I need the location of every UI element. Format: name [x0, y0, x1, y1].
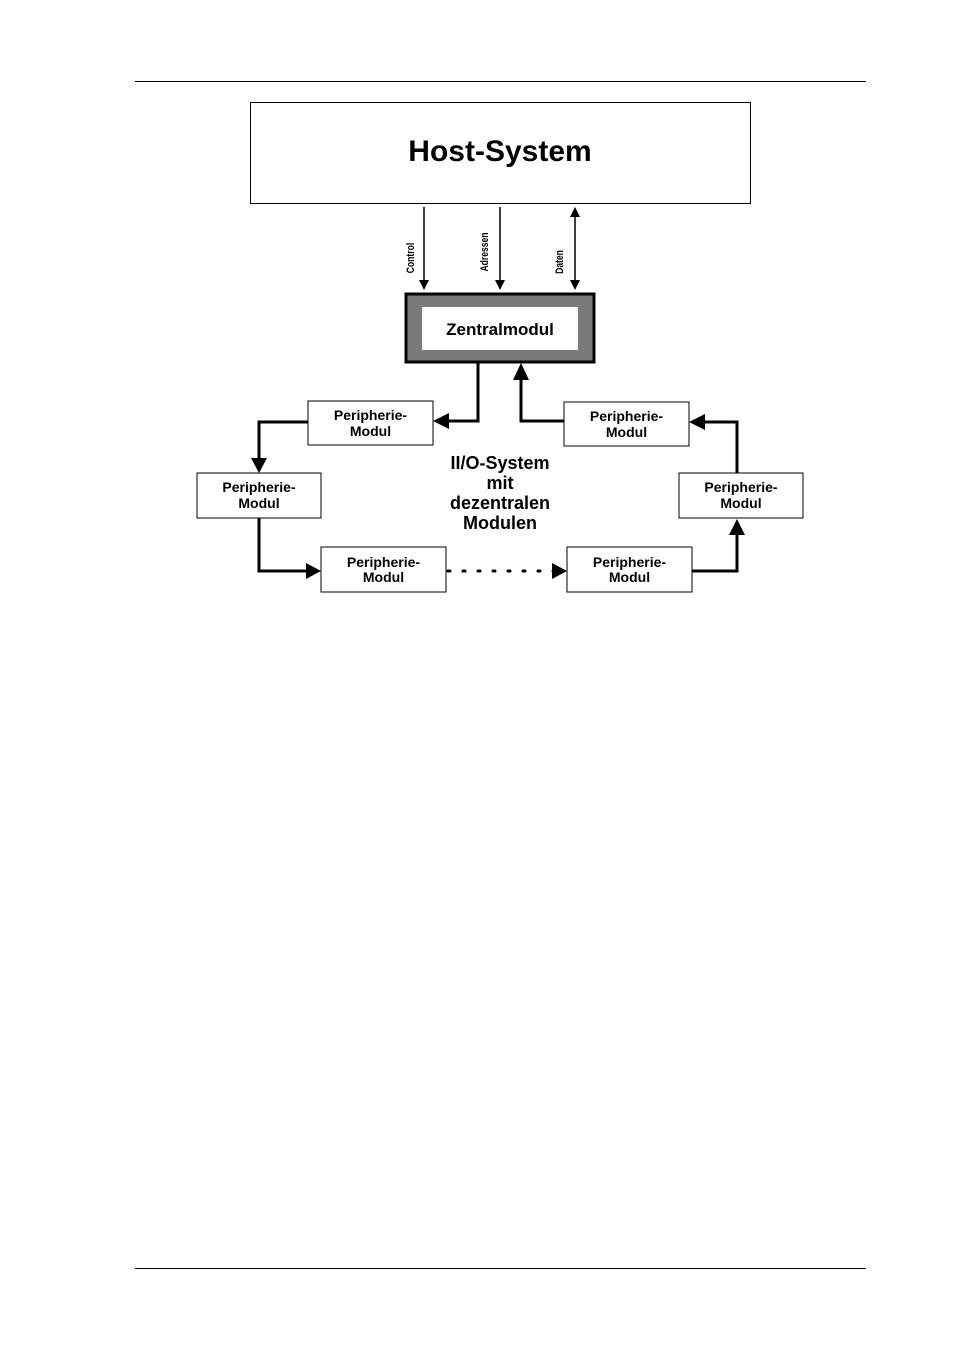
ring-connections — [257, 363, 739, 573]
header-rule — [135, 81, 866, 82]
peripheral-module-4-line1: Peripherie- — [593, 554, 666, 570]
peripheral-module-3-line1: Peripherie- — [347, 554, 420, 570]
control-label: Control — [405, 243, 417, 274]
link-m2-to-m3 — [257, 518, 309, 573]
center-caption-line4: Modulen — [463, 513, 537, 533]
arrowhead-into-m1 — [433, 413, 449, 429]
dotted-link-m3-to-m4 — [446, 563, 567, 579]
peripheral-module-5: Peripherie- Modul — [678, 472, 804, 519]
peripheral-module-6-line1: Peripherie- — [590, 408, 663, 424]
control-arrowhead — [419, 280, 429, 290]
link-m4-to-m5 — [692, 533, 739, 573]
link-m6-to-central — [519, 378, 564, 423]
addresses-arrowhead — [495, 280, 505, 290]
arrowhead-into-central — [513, 363, 529, 380]
peripheral-module-4-line2: Modul — [609, 569, 650, 585]
peripheral-module-5-line2: Modul — [720, 495, 761, 511]
data-arrowhead-up — [570, 207, 580, 217]
data-label: Daten — [554, 250, 566, 274]
peripheral-module-5-line1: Peripherie- — [704, 479, 777, 495]
addresses-label: Adressen — [479, 232, 491, 271]
peripheral-module-1-line1: Peripherie- — [334, 407, 407, 423]
peripheral-module-1: Peripherie- Modul — [307, 400, 434, 446]
central-module-box: Zentralmodul — [404, 292, 596, 364]
center-caption-line2: mit — [487, 473, 514, 493]
data-arrowhead-down — [570, 280, 580, 290]
host-system-label: Host-System — [408, 135, 591, 168]
arrowhead-into-m5 — [729, 519, 745, 535]
bus-arrows — [419, 207, 580, 290]
center-caption-line3: dezentralen — [450, 493, 550, 513]
peripheral-module-3: Peripherie- Modul — [320, 546, 447, 593]
peripheral-module-2-line2: Modul — [238, 495, 279, 511]
peripheral-module-3-line2: Modul — [363, 569, 404, 585]
link-m5-to-m6 — [703, 420, 739, 473]
peripheral-module-1-line2: Modul — [350, 423, 391, 439]
peripheral-module-4: Peripherie- Modul — [566, 546, 693, 593]
arrowhead-into-m4 — [552, 563, 567, 579]
host-system-box: Host-System — [250, 102, 751, 204]
arrowhead-into-m6 — [689, 414, 705, 430]
link-central-to-m1 — [446, 363, 480, 423]
peripheral-module-6: Peripherie- Modul — [563, 401, 690, 447]
footer-rule — [135, 1268, 866, 1269]
ring-arrowheads — [251, 363, 745, 579]
peripheral-module-2: Peripherie- Modul — [196, 472, 322, 519]
central-module-label: Zentralmodul — [446, 320, 554, 339]
arrowhead-into-m3 — [306, 563, 321, 579]
center-caption: II/O-System mit dezentralen Modulen — [450, 453, 550, 533]
center-caption-line1: II/O-System — [450, 453, 549, 473]
peripheral-module-6-line2: Modul — [606, 424, 647, 440]
link-m1-to-m2 — [257, 420, 308, 460]
peripheral-module-2-line1: Peripherie- — [222, 479, 295, 495]
arrowhead-into-m2 — [251, 458, 267, 473]
